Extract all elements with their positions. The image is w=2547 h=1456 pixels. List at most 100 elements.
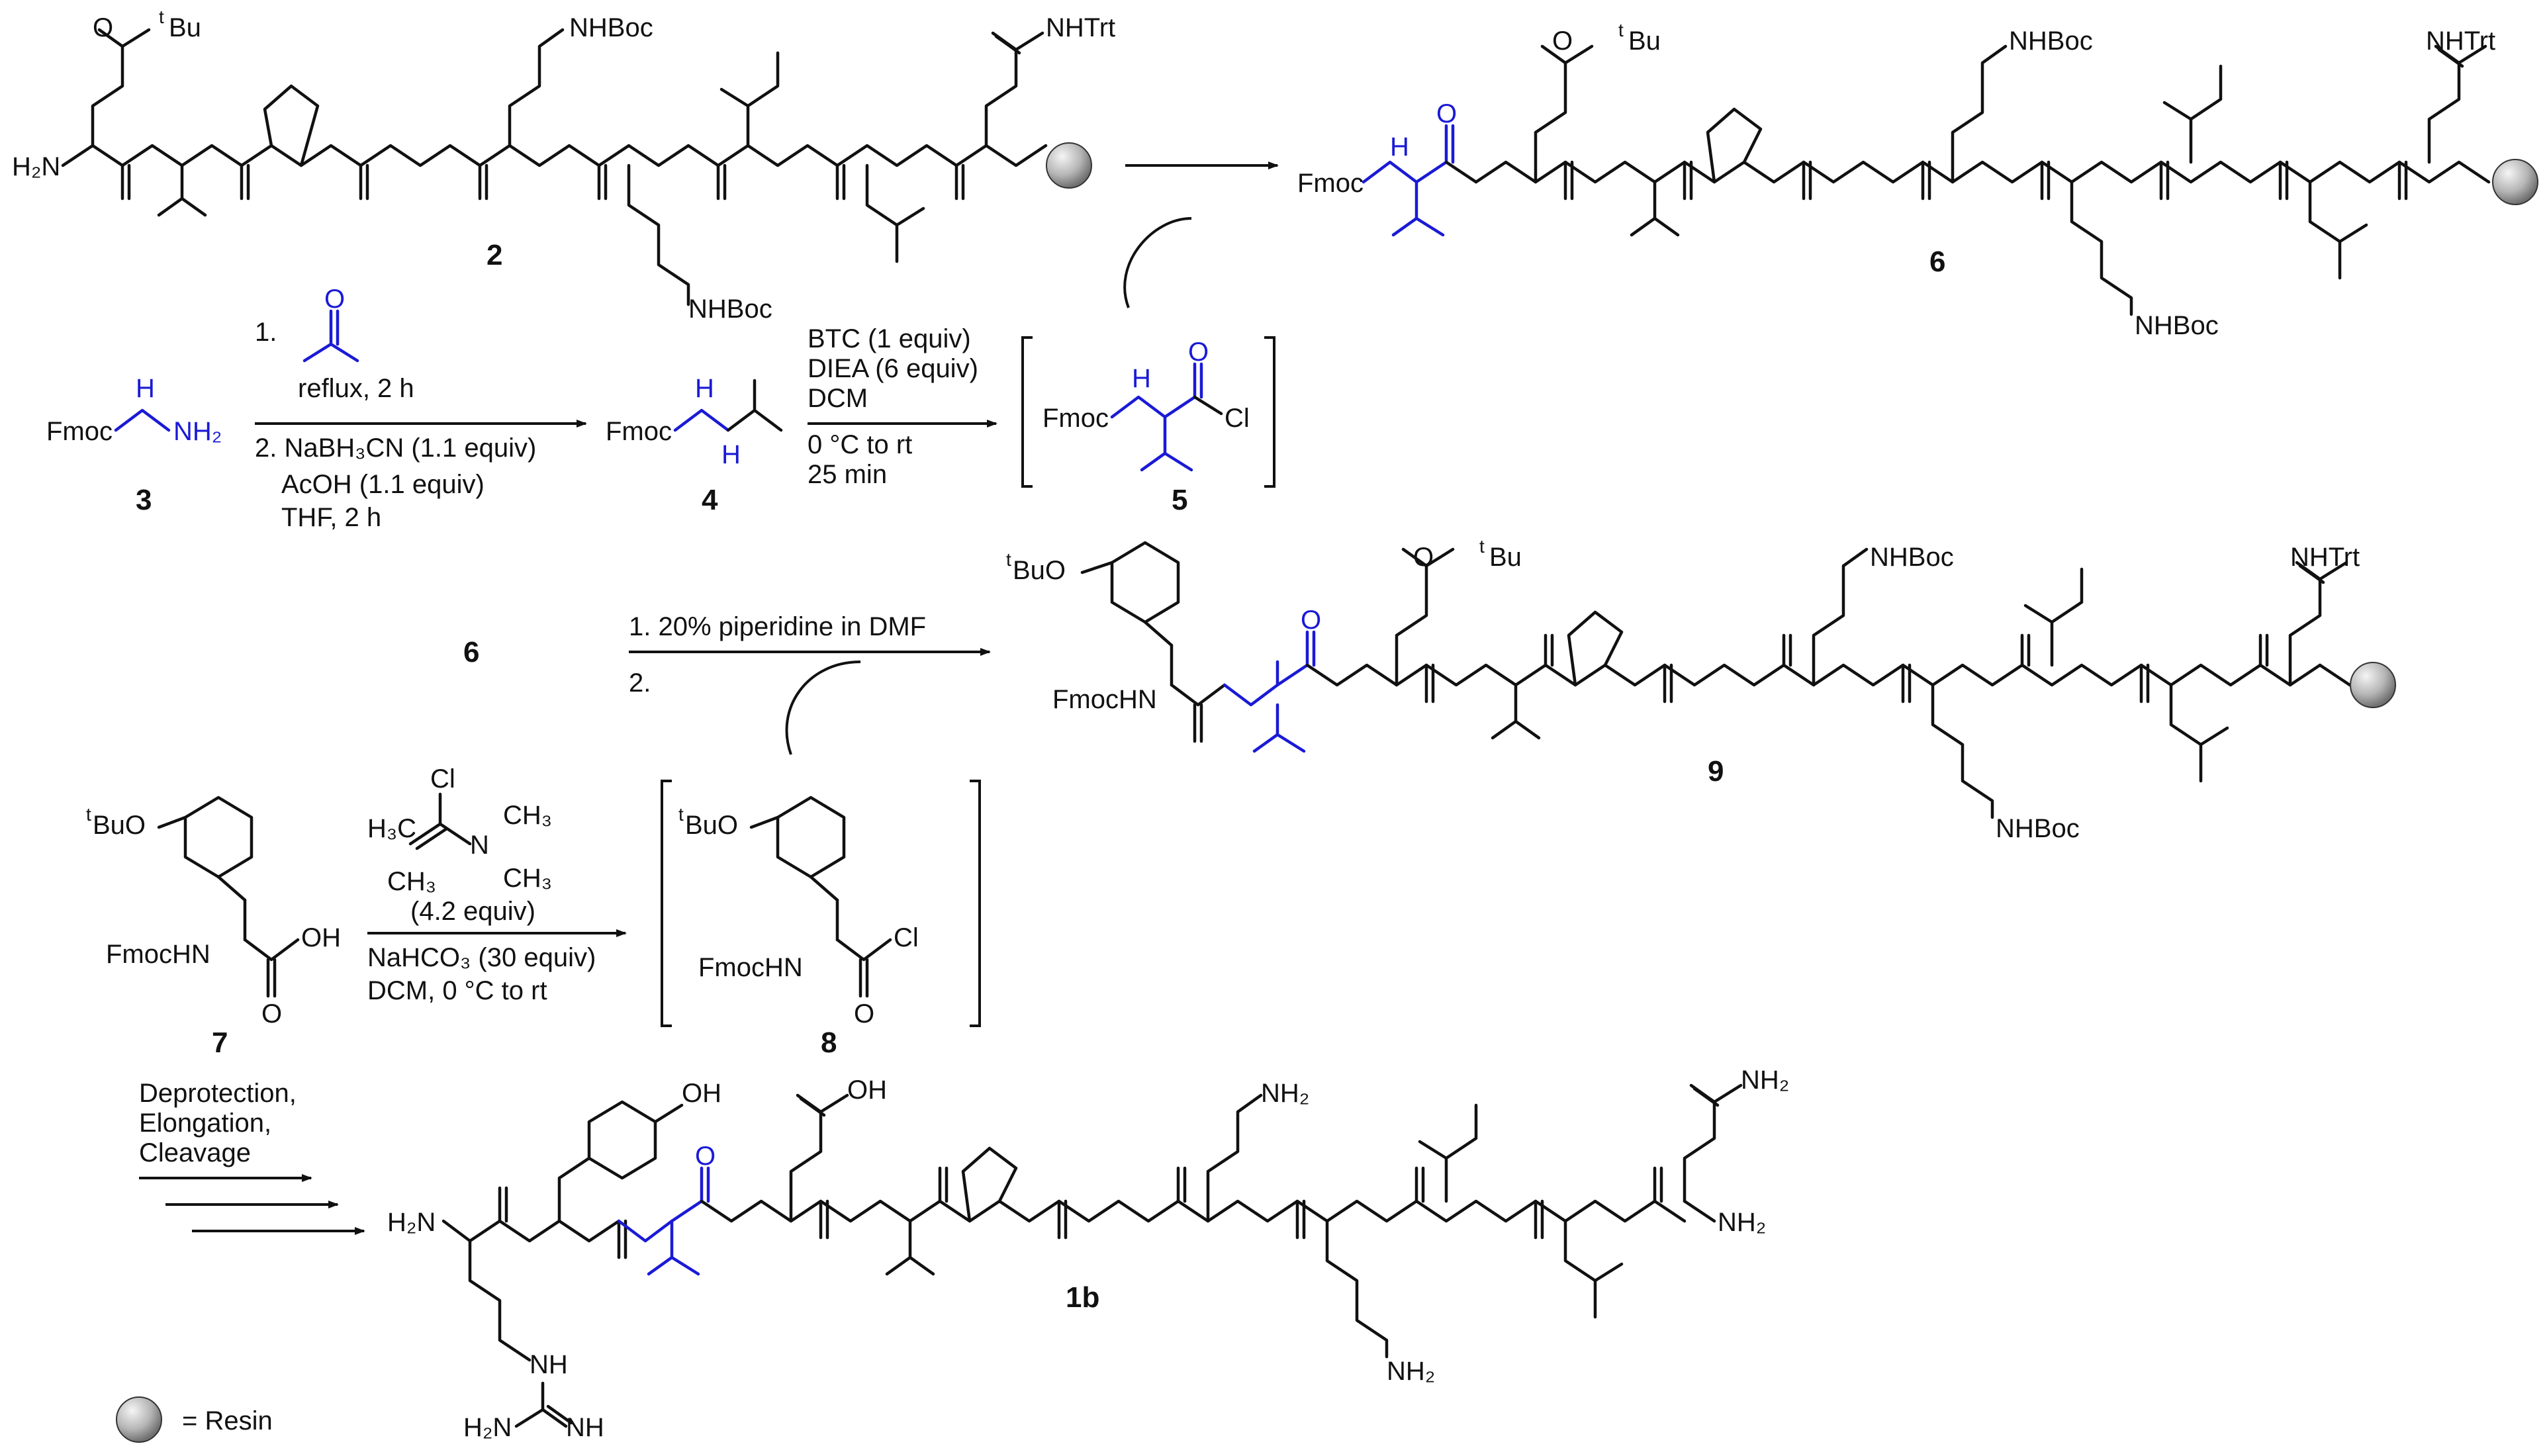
tert-label: t <box>1479 536 1485 557</box>
compound-8: t BuO FmocHN O Cl 8 <box>661 780 981 1059</box>
nhboc-label: NHBoc <box>569 13 653 42</box>
hydroxyl-label: OH <box>301 923 341 952</box>
c-terminal-amide-label: NH₂ <box>1718 1208 1766 1237</box>
step-number-1: 1. <box>255 318 277 347</box>
hydrazide-h-label: H <box>1132 364 1151 393</box>
compound-number-5: 5 <box>1172 484 1187 516</box>
compound-5: Fmoc H O Cl 5 <box>1021 336 1275 516</box>
tbuo-label: BuO <box>93 811 146 840</box>
nhtrt-label: NHTrt <box>2290 543 2360 572</box>
reagents-step-2: BTC (1 equiv) DIEA (6 equiv) DCM 0 °C to… <box>808 324 997 489</box>
ester-oxygen-label: O <box>1552 26 1573 56</box>
compound-number-8: 8 <box>821 1026 837 1059</box>
fmoc-label: Fmoc <box>1297 169 1364 198</box>
carbonyl-oxygen-label: O <box>1188 338 1209 367</box>
nhboc-label: NHBoc <box>2135 311 2219 340</box>
butyl-label: Bu <box>169 13 201 42</box>
tbuo-label: BuO <box>1013 556 1066 585</box>
guanidine-amine-label: H₂N <box>463 1413 512 1442</box>
amine-label: NH₂ <box>1387 1357 1435 1386</box>
compound-number-4: 4 <box>702 484 718 516</box>
nhboc-label: NHBoc <box>2009 26 2093 56</box>
compound-number-1b: 1b <box>1066 1281 1099 1314</box>
compound-number-3: 3 <box>136 484 152 516</box>
curved-arrow <box>1123 217 1192 308</box>
compound-6: Fmoc H O O t Bu NHBoc NHBoc NHTrt 6 <box>1297 20 2538 340</box>
urea-oxygen-label: O <box>1301 606 1321 635</box>
nhboc-label: NHBoc <box>688 295 772 324</box>
resin-bead-icon <box>116 1396 162 1443</box>
reagent-line: THF, 2 h <box>281 503 381 532</box>
bracket-left <box>1021 336 1033 488</box>
urea-oxygen-label: O <box>1436 99 1457 128</box>
reagent-line: 2. NaBH₃CN (1.1 equiv) <box>255 433 536 463</box>
carbonyl-oxygen-label: O <box>261 999 282 1028</box>
compound-9: t BuO FmocHN O O t Bu <box>1006 536 2396 843</box>
fmoc-label: Fmoc <box>606 417 672 446</box>
methyl-label: CH₃ <box>387 867 436 896</box>
nhboc-label: NHBoc <box>1996 814 2080 843</box>
bracket-left <box>661 780 672 1027</box>
nhtrt-label: NHTrt <box>1046 13 1115 42</box>
compound-4: Fmoc H H 4 <box>606 374 783 516</box>
tbuo-label: BuO <box>685 811 738 840</box>
chloride-label: Cl <box>894 923 919 952</box>
compound-2: H₂N O t Bu NHBoc NHBoc NHTrt 2 <box>12 7 1115 324</box>
hydrazine-h-label: H <box>695 374 714 403</box>
phenol-oh-label: OH <box>682 1079 721 1108</box>
guanidine-imine-label: NH <box>566 1413 604 1442</box>
fmoc-label: Fmoc <box>1042 404 1109 433</box>
curved-arrow <box>785 660 861 755</box>
amine-terminus-label: H₂N <box>12 152 60 181</box>
ester-oxygen-label: O <box>93 13 113 42</box>
carbonyl-oxygen-label: O <box>854 999 874 1028</box>
compound-number-6: 6 <box>1929 246 1945 278</box>
resin-bead <box>2492 159 2538 205</box>
compound-number-6-ref: 6 <box>463 636 479 668</box>
ester-oxygen-label: O <box>1413 543 1434 572</box>
methyl-label: CH₃ <box>503 864 552 893</box>
nitrogen-label: N <box>470 831 489 860</box>
reagent-line: Cleavage <box>139 1138 251 1167</box>
methyl-label: CH₃ <box>503 801 552 830</box>
tert-label: t <box>678 804 684 825</box>
amine-label: NH₂ <box>1261 1079 1309 1108</box>
compound-1b: H₂N NH H₂N NH OH O OH <box>387 1066 1789 1442</box>
tert-label: t <box>1006 549 1011 570</box>
fmochn-label: FmocHN <box>698 953 803 982</box>
nh-label: NH <box>530 1350 568 1379</box>
compound-7: t BuO FmocHN O OH 7 <box>86 796 341 1059</box>
nhtrt-label: NHTrt <box>2426 26 2495 56</box>
tert-label: t <box>1618 20 1624 40</box>
urea-oxygen-label: O <box>695 1142 716 1171</box>
resin-bead <box>2350 662 2396 708</box>
reagent-line: 0 °C to rt <box>808 430 912 459</box>
reagent-line: AcOH (1.1 equiv) <box>281 470 485 499</box>
hydrazide-h-label: H <box>1390 132 1409 161</box>
reagents-step-1: 1. O reflux, 2 h 2. NaBH₃CN (1.1 equiv) … <box>255 285 587 532</box>
compound-3: Fmoc H NH₂ 3 <box>46 374 222 516</box>
amide-nh2-label: NH₂ <box>1741 1066 1789 1095</box>
resin-legend: = Resin <box>116 1396 273 1443</box>
acid-oh-label: OH <box>847 1075 887 1105</box>
reagents-step-4: Cl H₃C CH₃ N CH₃ CH₃ (4.2 equiv) NaHCO₃ … <box>367 764 627 1005</box>
acetone-oxygen-label: O <box>324 285 345 314</box>
fmochn-label: FmocHN <box>1052 685 1157 714</box>
chloride-label: Cl <box>430 764 455 794</box>
resin-bead <box>1046 142 1092 189</box>
tert-label: t <box>159 7 164 27</box>
bracket-right <box>1264 336 1275 488</box>
reagent-line: Elongation, <box>139 1109 271 1138</box>
reagent-line: BTC (1 equiv) <box>808 324 971 353</box>
nhboc-label: NHBoc <box>1870 543 1954 572</box>
fmoc-label: Fmoc <box>46 417 113 446</box>
compound-number-7: 7 <box>212 1026 228 1059</box>
hydrazine-h-label: H <box>136 374 155 403</box>
reagents-step-3: 1. 20% piperidine in DMF 2. <box>629 612 991 755</box>
reagents-step-5: Deprotection, Elongation, Cleavage <box>139 1079 365 1235</box>
butyl-label: Bu <box>1489 543 1522 572</box>
reagent-line: NaHCO₃ (30 equiv) <box>367 943 596 972</box>
reagent-line: 1. 20% piperidine in DMF <box>629 612 926 641</box>
reagent-line: reflux, 2 h <box>298 374 414 403</box>
